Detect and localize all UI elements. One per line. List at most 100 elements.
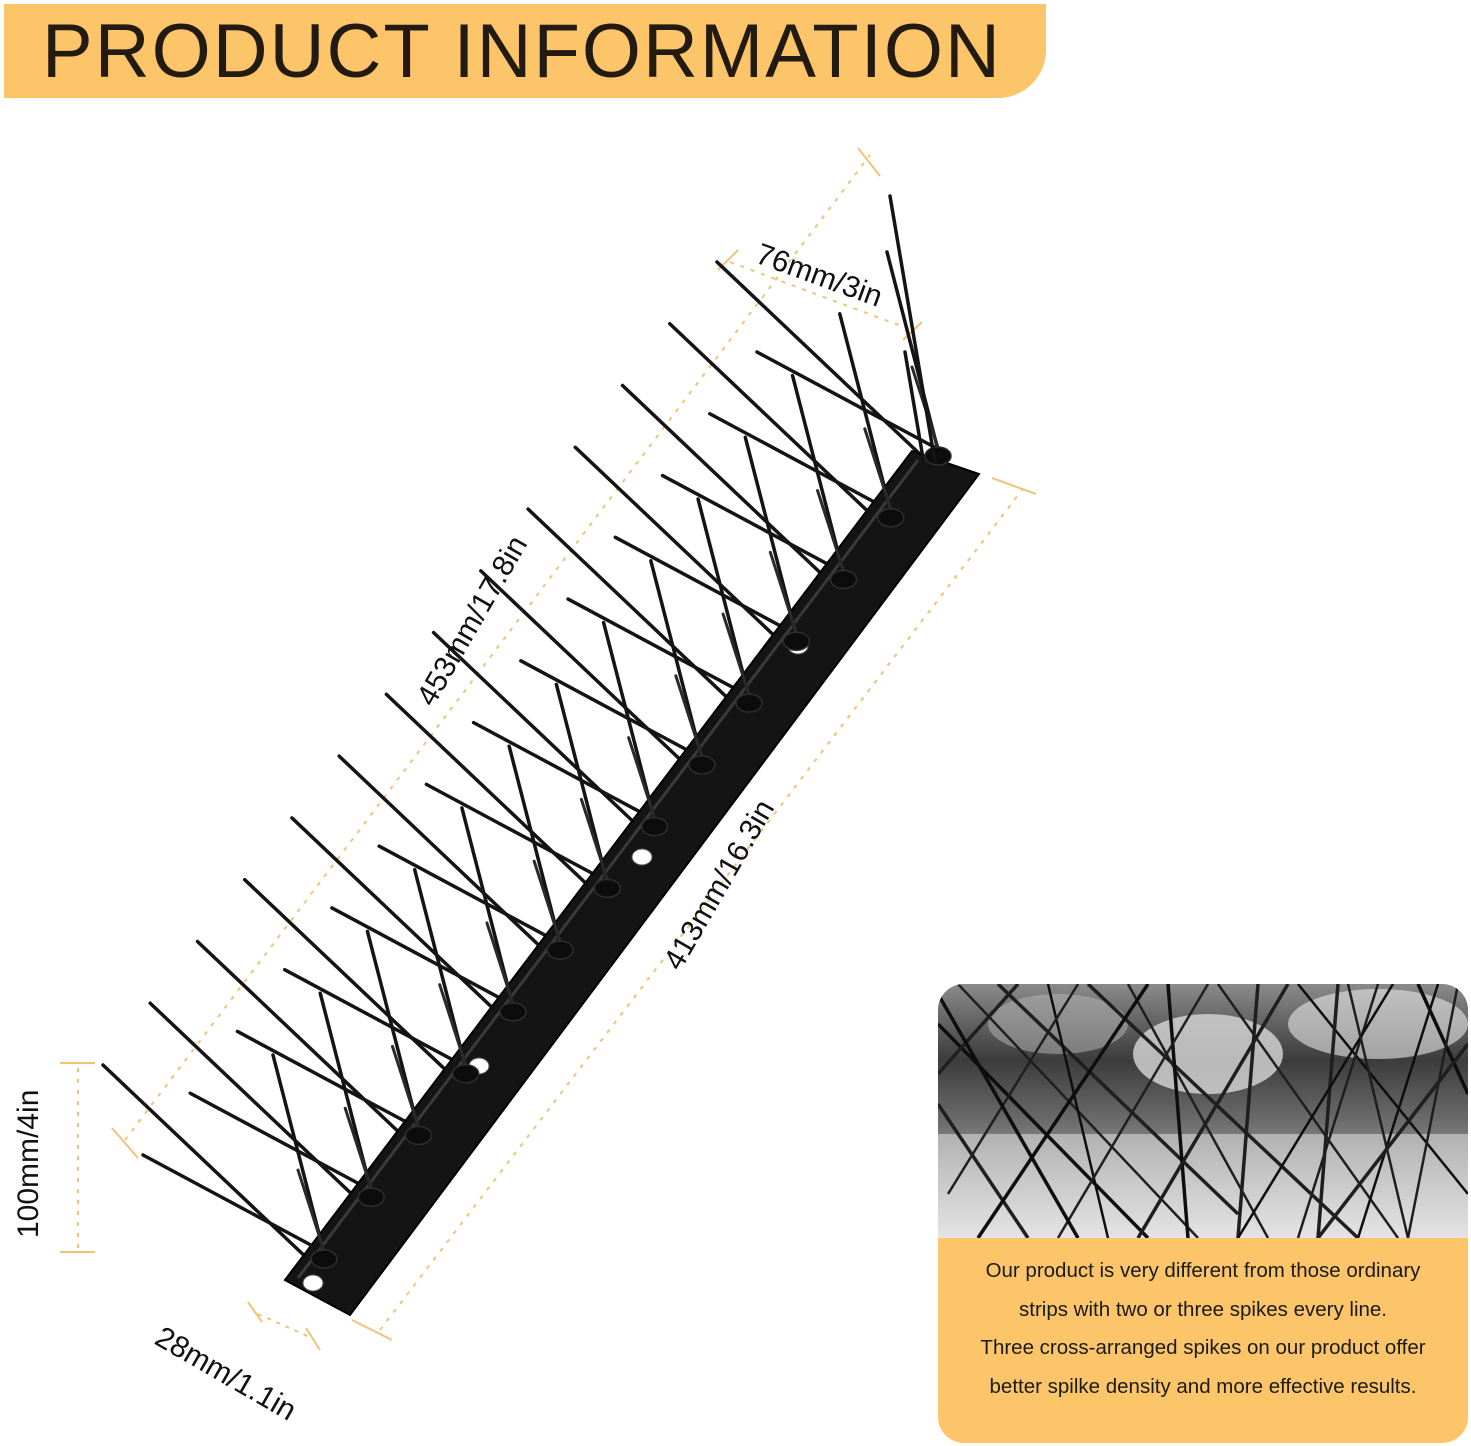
photo-spike — [1056, 984, 1210, 1238]
mounting-hole — [631, 848, 653, 866]
spike — [242, 877, 454, 1078]
photo-spike — [1126, 984, 1270, 1238]
spike — [384, 692, 596, 893]
spike — [377, 844, 560, 944]
photo-spike — [1416, 984, 1468, 1095]
photo-spike — [1356, 984, 1440, 1238]
spike — [424, 782, 608, 883]
spike-mount — [640, 816, 669, 837]
description-line: Three cross-arranged spikes on our produ… — [980, 1336, 1426, 1359]
spike-mount — [877, 508, 905, 528]
spike — [627, 736, 661, 833]
description-line: strips with two or three spikes every li… — [1019, 1297, 1387, 1321]
spike — [708, 412, 891, 512]
spike-mount — [782, 631, 811, 652]
spike — [485, 921, 519, 1018]
spacing-dimension-label: 76mm/3in — [752, 238, 887, 314]
spike — [188, 1091, 371, 1191]
dimension-line — [124, 154, 871, 1141]
photo-spike — [1046, 984, 1110, 1238]
spike — [519, 659, 702, 759]
spike — [532, 859, 566, 956]
spike — [768, 550, 802, 647]
dimension-guides — [60, 147, 1037, 1351]
photo-spike — [938, 1103, 1030, 1238]
spike-mount — [924, 446, 952, 466]
description-line: better spilke density and more effective… — [989, 1374, 1417, 1398]
spikes-back-row — [101, 260, 938, 1263]
photo-spike — [1296, 984, 1380, 1238]
title-banner: PRODUCT INFORMATION — [4, 4, 1046, 98]
spike — [715, 260, 926, 460]
mounting-hole — [302, 1274, 324, 1292]
spike — [526, 507, 737, 707]
spike-mount — [688, 755, 716, 775]
spike-mount — [499, 1002, 527, 1022]
photo-spike — [946, 984, 1080, 1195]
spike — [903, 350, 927, 472]
dimension-line — [379, 489, 1023, 1331]
spike — [471, 720, 655, 821]
spike-mount — [310, 1249, 338, 1269]
description-line: Our product is very different from those… — [985, 1259, 1421, 1282]
spike — [479, 569, 690, 769]
dimension-tick — [857, 147, 881, 177]
spike — [296, 1168, 330, 1265]
dimension-tick — [247, 1301, 263, 1323]
photo-spike — [938, 1022, 1150, 1238]
photo-spike — [938, 993, 1080, 1238]
spike — [330, 906, 513, 1006]
dimension-tick — [351, 1319, 393, 1341]
base-strip — [283, 449, 981, 1317]
spike — [343, 1106, 377, 1203]
photo-spike — [1297, 984, 1468, 1195]
spike-mount — [451, 1063, 480, 1084]
spike — [660, 473, 844, 574]
spike — [579, 797, 613, 894]
page-title: PRODUCT INFORMATION — [42, 9, 1002, 94]
spike — [431, 630, 643, 831]
photo-spike — [1346, 984, 1410, 1238]
spike — [863, 427, 897, 524]
photo-spike — [1316, 1042, 1468, 1238]
photo-spike — [1406, 984, 1460, 1238]
spike-mount — [546, 940, 574, 960]
dimension-tick — [305, 1327, 321, 1351]
spike — [282, 967, 466, 1068]
width-dimension-label: 28mm/1.1in — [150, 1320, 302, 1427]
photo-spike — [1216, 984, 1400, 1238]
dimension-line — [257, 1313, 313, 1339]
spike-mount — [735, 693, 763, 713]
photo-spike — [1316, 984, 1340, 1238]
spike — [438, 983, 472, 1080]
photo-spike — [996, 984, 1240, 1216]
photo-spike — [1136, 984, 1290, 1238]
feature-card: Our product is very different from those… — [938, 984, 1468, 1443]
spike — [566, 597, 749, 697]
spike — [674, 674, 708, 771]
length-dimension-label: 453mm/17.8in — [410, 530, 534, 711]
spike — [721, 612, 755, 709]
spike — [235, 1029, 419, 1130]
photo-spike — [1236, 984, 1260, 1238]
spikes-front-row — [271, 194, 952, 1269]
spike — [573, 445, 785, 646]
product-description: Our product is very different from those… — [952, 1252, 1454, 1406]
spike — [195, 939, 407, 1140]
photo-spike — [938, 984, 1020, 1076]
spikes-closeup-photo — [938, 984, 1468, 1238]
spike — [390, 1044, 424, 1141]
photo-spike — [1166, 984, 1190, 1238]
photo-spike — [1086, 984, 1360, 1238]
spike-mount — [593, 878, 622, 899]
photo-spike — [1236, 984, 1395, 1238]
spike — [755, 350, 938, 450]
spike — [337, 754, 548, 954]
dimension-tick — [991, 477, 1037, 495]
spike — [816, 489, 850, 586]
spike-mount — [404, 1125, 433, 1146]
spike-mount — [829, 569, 858, 590]
spike — [290, 816, 501, 1016]
spike — [888, 194, 937, 464]
